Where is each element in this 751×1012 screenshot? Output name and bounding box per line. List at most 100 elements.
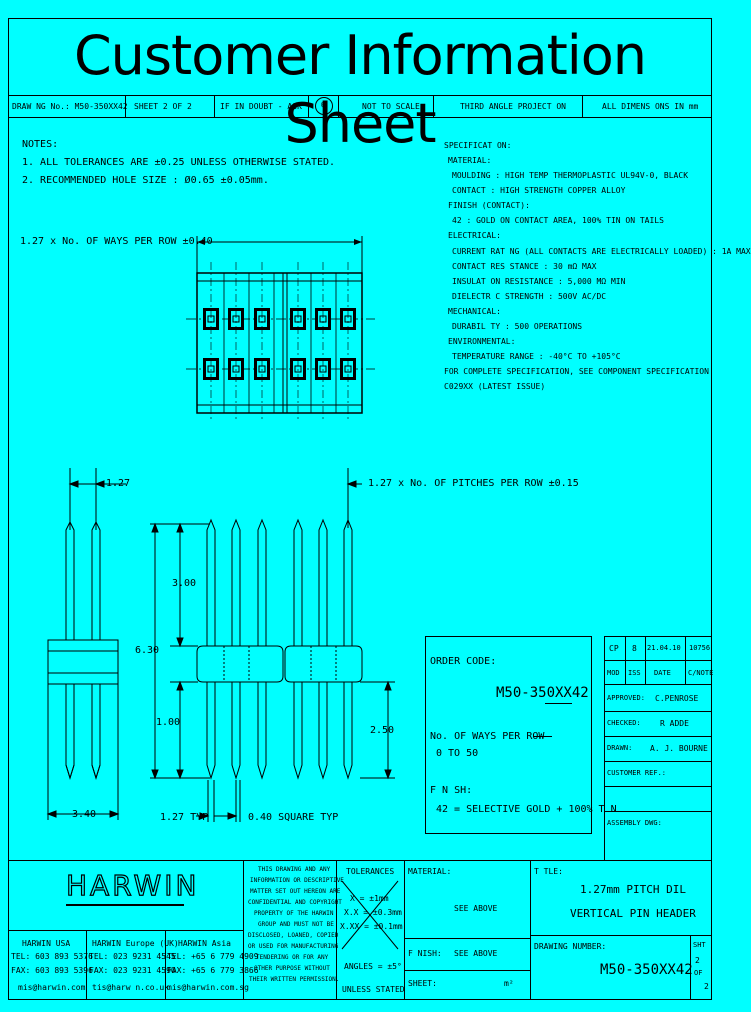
order-code-box (425, 636, 592, 834)
dim-top-width: 1.27 x No. OF WAYS PER ROW ±0.40 (20, 236, 213, 247)
ways-label: No. OF WAYS PER ROW (430, 731, 545, 742)
title-line-1: 1.27mm PITCH DIL (580, 883, 686, 896)
finish-value: 42 = SELECTIVE GOLD + 100% T N (436, 804, 617, 815)
spec-line: FOR COMPLETE SPECIFICATION, SEE COMPONEN… (444, 367, 709, 376)
spec-line: TEMPERATURE RANGE : -40°C TO +105°C (452, 352, 621, 361)
drawn-value: A. J. BOURNE (650, 744, 708, 753)
rev-head-mod: MOD (607, 669, 620, 677)
tolerance-x: X = ±1mm (350, 894, 389, 903)
checked-label: CHECKED: (607, 719, 641, 727)
projection-cell: THIRD ANGLE PROJECT ON (460, 102, 566, 111)
finish-label: F N SH: (430, 785, 473, 796)
tolerance-xx: X.X = ±0.3mm (344, 908, 402, 917)
front-pin (293, 518, 303, 780)
office-uk-fax: FAX: 023 9231 4590 (89, 966, 176, 975)
front-pin (206, 518, 216, 780)
tolerance-xxx: X.XX = ±0.1mm (340, 922, 403, 931)
side-view-drawing (46, 468, 395, 822)
dim-1-00: 1.00 (156, 717, 181, 728)
note-1: 1. ALL TOLERANCES ARE ±0.25 UNLESS OTHER… (22, 157, 336, 168)
rev-iss: 8 (632, 644, 637, 653)
spec-line: DURABIL TY : 500 OPERATIONS (452, 322, 583, 331)
dim-pitch-row: 1.27 x No. OF PITCHES PER ROW ±0.15 (368, 478, 579, 489)
office-asia-email: mis@harwin.com.sg (167, 983, 249, 992)
office-uk-name: HARWIN Europe (UK) (92, 939, 179, 948)
spec-line: SPECIFICAT ON: (444, 141, 512, 150)
rev-head-date: DATE (654, 669, 671, 677)
harwin-logo-underline (66, 904, 184, 906)
drawing-number: M50-350XX42 (600, 962, 693, 978)
drawing-no-cell: DRAW NG No.: M50-350XX42 (12, 102, 128, 111)
area-unit: m² (504, 979, 514, 988)
material-label: MATERIAL: (408, 867, 452, 876)
spec-line: MATERIAL: (448, 156, 492, 165)
copyright-icon: © (315, 97, 333, 115)
ways-leader (534, 736, 552, 737)
dim-3-00: 3.00 (172, 578, 197, 589)
sheet-title: Customer Information Sheet (73, 24, 647, 155)
front-pin (231, 518, 241, 780)
sht-number: 2 (695, 956, 700, 965)
office-usa-fax: FAX: 603 893 5396 (11, 966, 93, 975)
rev-ecn: 10756 (689, 644, 711, 652)
rev-cp: CP (609, 644, 619, 653)
spec-line: CONTACT : HIGH STRENGTH COPPER ALLOY (452, 186, 626, 195)
office-uk-email: tis@harw n.co.uk (92, 983, 170, 992)
drawing-border (8, 18, 712, 1000)
tolerance-unless: UNLESS STATED (342, 985, 405, 994)
finish-footer-label: F NISH: (408, 949, 442, 958)
pin-pad-inner (343, 311, 353, 327)
ways-range: 0 TO 50 (436, 748, 479, 759)
sheet-cell: SHEET 2 OF 2 (134, 102, 192, 111)
rev-date: 21.04.10 (647, 644, 681, 652)
office-usa-name: HARWIN USA (22, 939, 71, 948)
spec-line: MECHANICAL: (448, 307, 501, 316)
office-usa-tel: TEL: 603 893 5376 (11, 952, 93, 961)
spec-line: DIELECTR C STRENGTH : 500V AC/DC (452, 292, 607, 301)
sheet-label: SHEET: (408, 979, 437, 988)
order-code-value: M50-350XX42 (496, 685, 589, 701)
customer-ref-label: CUSTOMER REF.: (607, 769, 667, 777)
sht-label: SHT (693, 941, 706, 949)
units-cell: ALL DIMENS ONS IN mm (602, 102, 699, 111)
office-usa-email: mis@harwin.com (18, 983, 86, 992)
front-pin (318, 518, 328, 780)
header-bottom-line (8, 117, 712, 118)
drawn-label: DRAWN: (607, 744, 633, 752)
title-line-2: VERTICAL PIN HEADER (570, 907, 696, 920)
approved-label: APPROVED: (607, 694, 645, 702)
rev-head-iss: ISS (628, 669, 641, 677)
drawing-number-label: DRAWING NUMBER: (534, 942, 607, 951)
spec-line: MOULDING : HIGH TEMP THERMOPLASTIC UL94V… (452, 171, 689, 180)
top-view-drawing (186, 236, 375, 420)
office-asia-fax: FAX: +65 6 779 3866 (167, 966, 259, 975)
order-code-label: ORDER CODE: (430, 656, 497, 667)
note-2: 2. RECOMMENDED HOLE SIZE : Ø0.65 ±0.05mm… (22, 175, 269, 186)
office-uk-tel: TEL: 023 9231 4545 (89, 952, 176, 961)
dim-1-27-typ: 1.27 TYP (160, 812, 209, 823)
tolerances-label: TOLERANCES (346, 867, 395, 876)
title-label: T TLE: (534, 867, 563, 876)
front-pin (257, 518, 267, 780)
order-code-underline (545, 703, 572, 704)
finish-footer-value: SEE ABOVE (454, 949, 498, 958)
office-asia-name: HARWIN Asia (178, 939, 231, 948)
spec-line: 42 : GOLD ON CONTACT AREA, 100% TIN ON T… (452, 216, 664, 225)
sht-total: 2 (704, 982, 709, 991)
rev-head-cn: C/NOTE (688, 669, 714, 677)
header-top-line (8, 95, 712, 96)
tolerances-void-cross (341, 880, 399, 950)
spec-line: CONTACT RES STANCE : 30 mΩ MAX (452, 262, 597, 271)
approved-value: C.PENROSE (655, 694, 699, 703)
spec-line: C029XX (LATEST ISSUE) (444, 382, 546, 391)
pin-pad-inner (231, 311, 241, 327)
office-asia-tel: TEL: +65 6 779 4909 (167, 952, 259, 961)
front-pin (343, 518, 353, 780)
assembly-label: ASSEMBLY DWG: (607, 819, 662, 827)
tolerance-angles: ANGLES = ±5° (344, 962, 402, 971)
dim-3-40: 3.40 (72, 809, 97, 820)
dim-0-40-square: 0.40 SQUARE TYP (248, 812, 339, 823)
spec-line: ELECTRICAL: (448, 231, 501, 240)
front-view-body (196, 645, 363, 683)
dim-2-50: 2.50 (370, 725, 395, 736)
